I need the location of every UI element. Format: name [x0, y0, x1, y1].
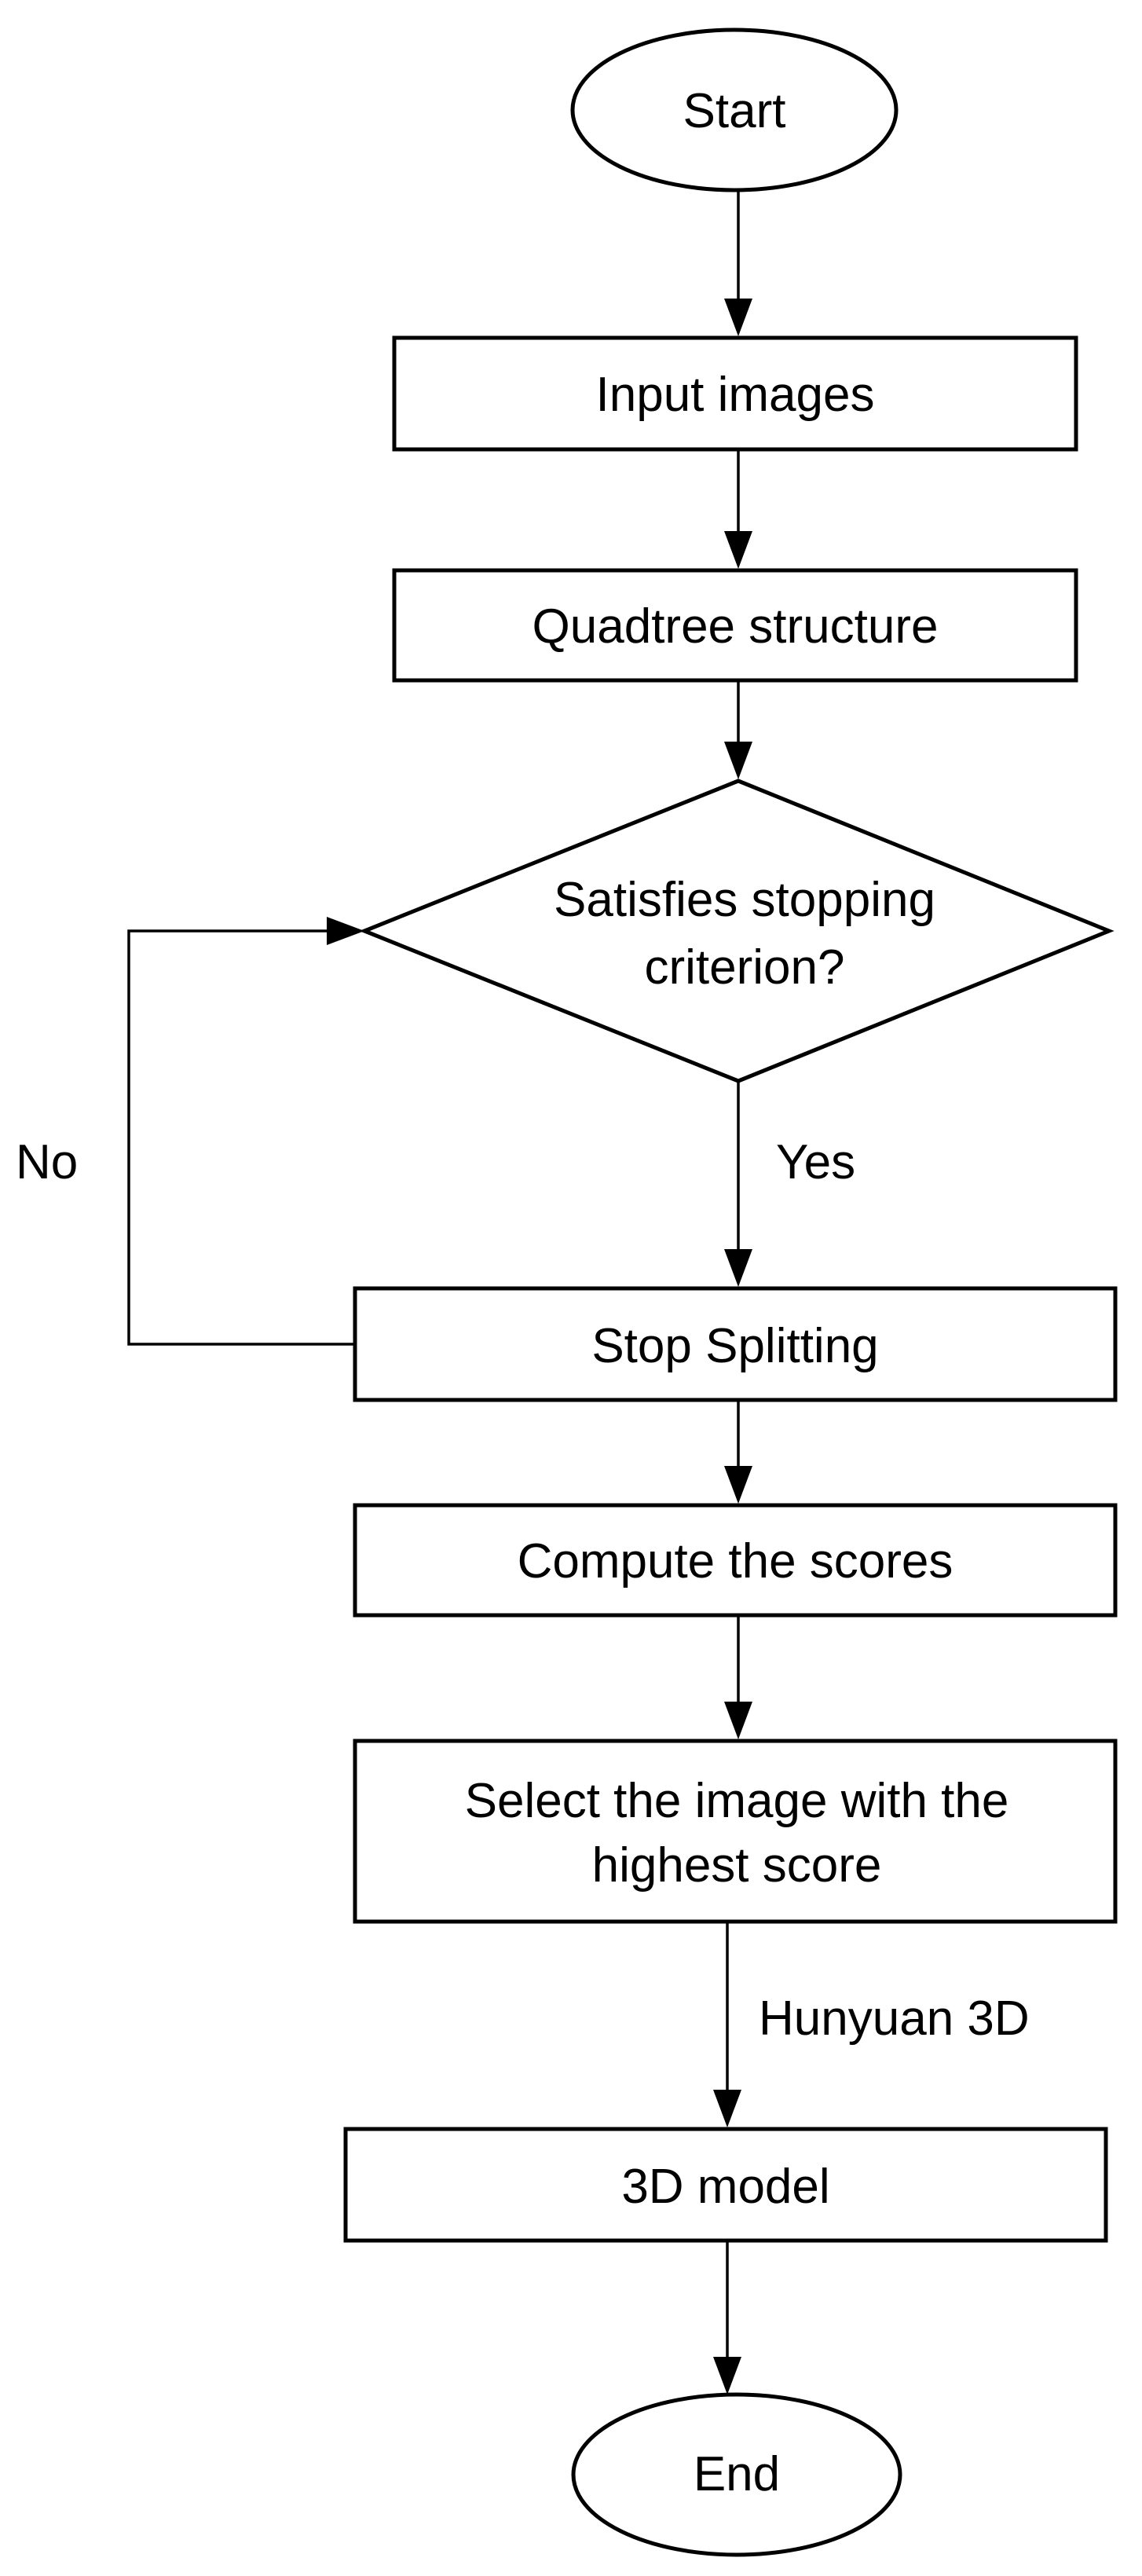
decision-label-line1: Satisfies stopping	[554, 873, 935, 927]
connector-yes: Yes	[724, 1081, 855, 1287]
stop-splitting-node: Stop Splitting	[353, 1286, 1118, 1402]
quadtree-structure-label: Quadtree structure	[533, 599, 939, 654]
hunyuan-label: Hunyuan 3D	[759, 1992, 1030, 2046]
start-label: Start	[683, 84, 786, 138]
compute-scores-node: Compute the scores	[353, 1503, 1118, 1618]
connector-compute-to-select	[724, 1615, 752, 1739]
end-label: End	[694, 2447, 780, 2501]
connector-quadtree-to-decision	[724, 680, 752, 779]
select-image-label-line1: Select the image with the	[465, 1774, 1009, 1828]
model-3d-node: 3D model	[343, 2127, 1108, 2243]
input-images-node: Input images	[392, 335, 1078, 452]
select-image-node: Select the image with the highest score	[353, 1739, 1118, 1924]
stop-splitting-label: Stop Splitting	[591, 1319, 878, 1373]
input-images-label: Input images	[596, 368, 875, 422]
start-node: Start	[570, 27, 899, 192]
decision-label-line2: criterion?	[645, 940, 845, 995]
quadtree-structure-node: Quadtree structure	[392, 568, 1078, 683]
end-node: End	[571, 2392, 902, 2557]
connector-stop-to-compute	[724, 1400, 752, 1504]
stopping-criterion-decision: Satisfies stopping criterion?	[359, 779, 1115, 1083]
select-image-label-line2: highest score	[592, 1838, 882, 1893]
connector-no-loop: No	[16, 917, 364, 1346]
model-3d-label: 3D model	[621, 2160, 829, 2214]
connector-start-to-input	[724, 190, 752, 336]
no-label: No	[16, 1135, 78, 1189]
yes-label: Yes	[776, 1135, 855, 1189]
compute-scores-label: Compute the scores	[518, 1534, 953, 1588]
connector-input-to-quadtree	[724, 449, 752, 569]
connector-hunyuan: Hunyuan 3D	[713, 1922, 1030, 2127]
connector-model-to-end	[713, 2241, 741, 2395]
